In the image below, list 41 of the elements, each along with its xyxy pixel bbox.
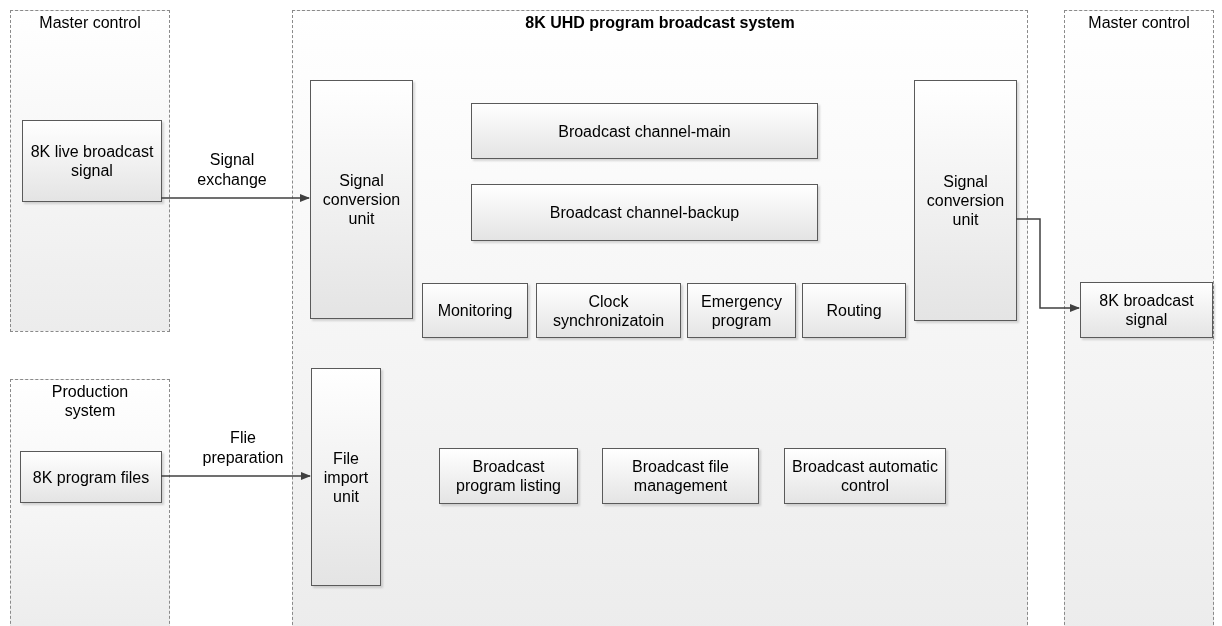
box-label: Clock synchronizatoin	[551, 291, 666, 330]
box-label: 8K live broadcast signal	[29, 142, 155, 180]
arrow	[160, 194, 310, 202]
process-box	[602, 448, 759, 504]
process-box	[310, 80, 413, 319]
panel-heading: Production system	[50, 382, 130, 420]
group-panel	[10, 10, 170, 332]
process-box	[471, 184, 818, 241]
group-panel	[10, 379, 170, 626]
group-panel	[292, 10, 1028, 626]
process-box	[439, 448, 578, 504]
box-label: File import unit	[322, 448, 370, 506]
process-box	[914, 80, 1017, 321]
box-label: Broadcast channel-backup	[549, 203, 740, 222]
arrow	[1015, 218, 1080, 312]
box-label: Emergency program	[700, 291, 783, 330]
box-label: Monitoring	[437, 301, 513, 320]
box-label: 8K program files	[32, 467, 150, 487]
box-label: 8K broadcast signal	[1098, 291, 1195, 329]
panel-heading: 8K UHD program broadcast system	[524, 13, 796, 32]
box-label: Broadcast channel-main	[558, 121, 731, 141]
box-label: Broadcast program listing	[455, 457, 562, 495]
box-label: Signal conversion unit	[321, 171, 402, 228]
process-box	[311, 368, 381, 586]
process-box	[22, 120, 162, 202]
process-box	[802, 283, 906, 338]
arrow	[160, 472, 311, 480]
group-panel	[1064, 10, 1214, 626]
box-label: Signal conversion unit	[925, 172, 1006, 229]
process-box	[422, 283, 528, 338]
process-box	[471, 103, 818, 159]
panel-heading: Master control	[1087, 13, 1191, 32]
box-label: Broadcast automatic control	[791, 457, 939, 495]
process-box	[784, 448, 946, 504]
box-label: Broadcast file management	[631, 457, 730, 495]
panel-heading: Master control	[38, 13, 142, 32]
process-box	[20, 451, 162, 503]
process-box	[687, 283, 796, 338]
process-box	[536, 283, 681, 338]
process-box	[1080, 282, 1213, 338]
box-label: Routing	[826, 301, 882, 320]
